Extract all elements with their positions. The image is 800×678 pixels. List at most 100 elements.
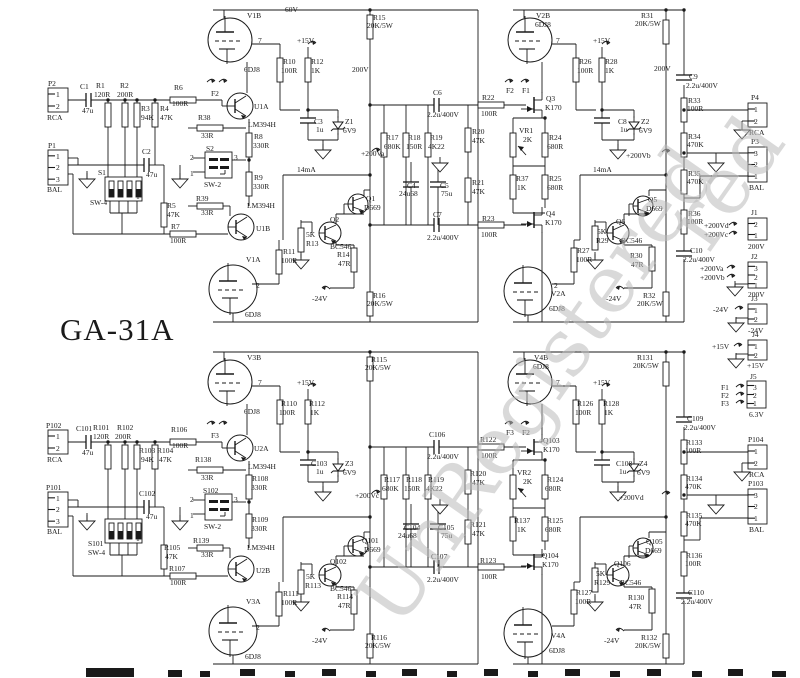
label: SW-2 <box>204 522 221 531</box>
label: R34 <box>688 132 701 141</box>
zener-icon <box>330 128 334 132</box>
label: LM394H <box>247 543 276 552</box>
power-flag-icon <box>606 41 610 45</box>
ground-icon <box>313 491 333 502</box>
label: 100R <box>172 441 188 450</box>
label: R21 <box>472 178 485 187</box>
scan-artifact <box>285 671 295 677</box>
resistor <box>477 101 505 109</box>
junction-dot <box>368 350 372 354</box>
resistor <box>350 589 358 615</box>
label: R26 <box>579 57 592 66</box>
junction-dot <box>543 116 547 120</box>
power-flag-icon <box>509 79 513 83</box>
junction-dot <box>106 440 110 444</box>
label: P102 <box>46 421 62 430</box>
label: 6DJ8 <box>549 646 565 655</box>
label: +15V <box>712 342 730 351</box>
vacuum-tube <box>507 359 553 405</box>
label: 6V9 <box>343 126 356 135</box>
label: R114 <box>337 592 353 601</box>
junction-dot <box>368 103 372 107</box>
scan-artifact <box>366 671 376 677</box>
label: C109 <box>687 414 704 423</box>
label: Z3 <box>345 459 354 468</box>
resistor <box>464 177 472 203</box>
label: BC546 <box>621 236 643 245</box>
label: R18 <box>408 133 421 142</box>
label: 7 <box>556 378 560 387</box>
transistor <box>359 552 364 556</box>
power-flag-icon <box>525 79 529 83</box>
junction-dot <box>664 350 668 354</box>
jfet <box>527 563 533 569</box>
label: LM394H <box>247 201 276 210</box>
label: 680R <box>547 183 563 192</box>
junction-dot <box>153 98 157 102</box>
label: D669 <box>364 545 381 554</box>
label: F3 <box>211 431 219 440</box>
resistor <box>169 572 197 580</box>
label: 6V9 <box>343 468 356 477</box>
ground-icon <box>77 520 97 531</box>
transistor <box>234 108 247 117</box>
label: 1 <box>754 342 758 351</box>
resistor <box>680 551 688 577</box>
label: 3 <box>753 383 757 392</box>
zener-icon <box>332 463 344 472</box>
resistor <box>570 589 578 615</box>
ground-icon <box>291 259 311 270</box>
label: 2 <box>256 281 260 290</box>
transistor <box>235 558 248 567</box>
label: S2 <box>206 144 214 153</box>
label: C10 <box>690 246 703 255</box>
label: 1K <box>517 183 527 192</box>
power-flag-icon <box>731 274 735 278</box>
switch <box>204 151 233 179</box>
label: BAL <box>749 183 764 192</box>
resistor <box>366 356 374 382</box>
label: 200R <box>117 90 133 99</box>
label: 20K/5W <box>365 363 392 372</box>
potentiometer <box>509 474 517 500</box>
resistor <box>464 127 472 153</box>
label: C101 <box>76 424 93 433</box>
potentiometer <box>509 132 517 158</box>
resistor <box>245 474 253 500</box>
label: SW-4 <box>88 548 105 557</box>
scan-artifact <box>86 668 134 677</box>
resistor <box>648 588 656 614</box>
label: R121 <box>470 520 487 529</box>
resistor <box>275 249 283 275</box>
ground-icon <box>706 162 726 173</box>
resistor <box>196 202 224 210</box>
label: 47K <box>472 187 486 196</box>
label: 100R <box>481 109 497 118</box>
resistor <box>598 399 606 425</box>
label: P4 <box>751 93 759 102</box>
label: 5K <box>306 572 316 581</box>
resistor <box>477 443 505 451</box>
label: 47R <box>631 260 644 269</box>
zener-icon <box>342 126 346 130</box>
label: J4 <box>752 330 759 339</box>
label: R120 <box>470 469 487 478</box>
resistor <box>160 202 168 228</box>
ground-icon <box>585 601 605 612</box>
label: 47u <box>146 170 158 179</box>
transistor <box>241 457 246 461</box>
scan-artifact <box>728 669 743 676</box>
label: +15V <box>297 36 315 45</box>
label: 200V <box>748 290 765 299</box>
label: 47K <box>167 210 181 219</box>
label: 680R <box>545 484 561 493</box>
label: F2 <box>522 428 530 437</box>
ground-icon <box>77 178 97 189</box>
label: R36 <box>688 209 701 218</box>
label: 6DJ8 <box>533 362 549 371</box>
label: 6DJ8 <box>549 304 565 313</box>
resistor <box>169 230 197 238</box>
label: 47R <box>338 601 351 610</box>
switch <box>220 158 229 161</box>
label: R30 <box>630 251 643 260</box>
